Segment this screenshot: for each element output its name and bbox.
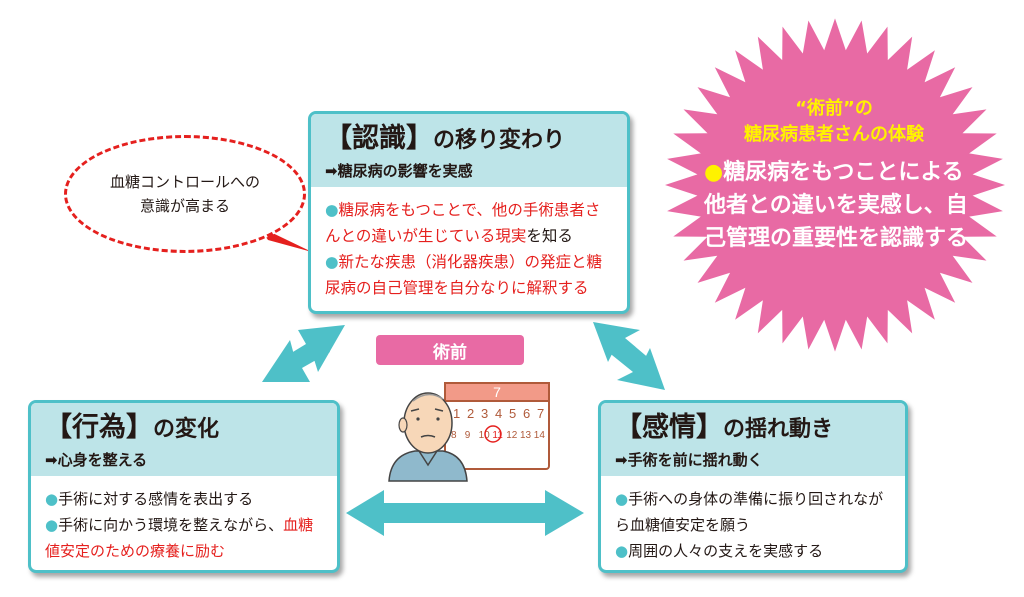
list-item: ●周囲の人々の支えを実感する (615, 542, 824, 560)
recognition-title: 【認識】の移り変わり (325, 123, 566, 154)
action-body: ●手術に対する感情を表出する ●手術に向かう環境を整えながら、血糖値安定のための… (31, 476, 337, 570)
calendar-month: 7 (493, 384, 501, 400)
recognition-body: ●糖尿病をもつことで、他の手術患者さんとの違いが生じている現実を知る ●新たな疾… (311, 187, 627, 311)
emotion-body: ●手術への身体の準備に振り回されながら血糖値安定を願う ●周囲の人々の支えを実感… (601, 476, 905, 570)
calendar-day: 11 (492, 430, 503, 441)
calendar-day: 1 (453, 406, 460, 421)
list-item: ●手術に向かう環境を整えながら、血糖値安定のための療養に励む (45, 516, 314, 560)
arrow-icon (607, 340, 665, 390)
calendar-day: 5 (509, 406, 516, 421)
burst-title-1: “術前”の (795, 98, 873, 119)
calendar-day: 13 (520, 430, 532, 441)
action-title: 【行為】の変化 (45, 412, 220, 443)
calendar-day: 7 (537, 406, 544, 421)
calendar-day: 4 (495, 406, 502, 421)
calendar-day: 2 (467, 406, 474, 421)
action-subtitle: ➡心身を整える (45, 451, 148, 469)
calendar-day: 14 (534, 430, 546, 441)
action-header: 【行為】の変化 ➡心身を整える (31, 403, 337, 476)
burst-text: “術前”の 糖尿病患者さんの体験 ●糖尿病をもつことによる他者との違いを実感し、… (700, 96, 968, 255)
list-item: ●糖尿病をもつことで、他の手術患者さんとの違いが生じている現実を知る (325, 201, 601, 245)
action-box: 【行為】の変化 ➡心身を整える ●手術に対する感情を表出する ●手術に向かう環境… (28, 400, 340, 573)
emotion-box: 【感情】の揺れ動き ➡手術を前に揺れ動く ●手術への身体の準備に振り回されながら… (598, 400, 908, 573)
calendar-day: 12 (506, 430, 518, 441)
calendar-day: 8 (451, 430, 457, 441)
emotion-header: 【感情】の揺れ動き ➡手術を前に揺れ動く (601, 403, 905, 476)
preop-tag: 術前 (376, 335, 524, 365)
person-icon (388, 392, 468, 482)
recognition-header: 【認識】の移り変わり ➡糖尿病の影響を実感 (311, 114, 627, 187)
emotion-subtitle: ➡手術を前に揺れ動く (615, 451, 763, 469)
recognition-box: 【認識】の移り変わり ➡糖尿病の影響を実感 ●糖尿病をもつことで、他の手術患者さ… (308, 111, 630, 314)
calendar-day: 9 (465, 430, 471, 441)
list-item: ●手術への身体の準備に振り回されながら血糖値安定を願う (615, 490, 884, 534)
calendar-day: 6 (523, 406, 530, 421)
arrow-icon (283, 325, 345, 372)
burst-title-2: 糖尿病患者さんの体験 (744, 124, 924, 145)
recognition-subtitle: ➡糖尿病の影響を実感 (325, 162, 473, 180)
bubble-line-1: 血糖コントロールへの (109, 173, 260, 191)
emotion-title: 【感情】の揺れ動き (615, 412, 834, 443)
calendar-day: 3 (481, 406, 488, 421)
list-item: ●新たな疾患（消化器疾患）の発症と糖尿病の自己管理を自分なりに解釈する (325, 253, 603, 297)
list-item: ●手術に対する感情を表出する (45, 490, 254, 508)
arrow-icon (346, 490, 584, 536)
thought-bubble: 血糖コントロールへの 意識が高まる (64, 135, 306, 253)
burst-body: ●糖尿病をもつことによる他者との違いを実感し、自己管理の重要性を認識する (704, 160, 969, 251)
bubble-line-2: 意識が高まる (139, 197, 230, 215)
